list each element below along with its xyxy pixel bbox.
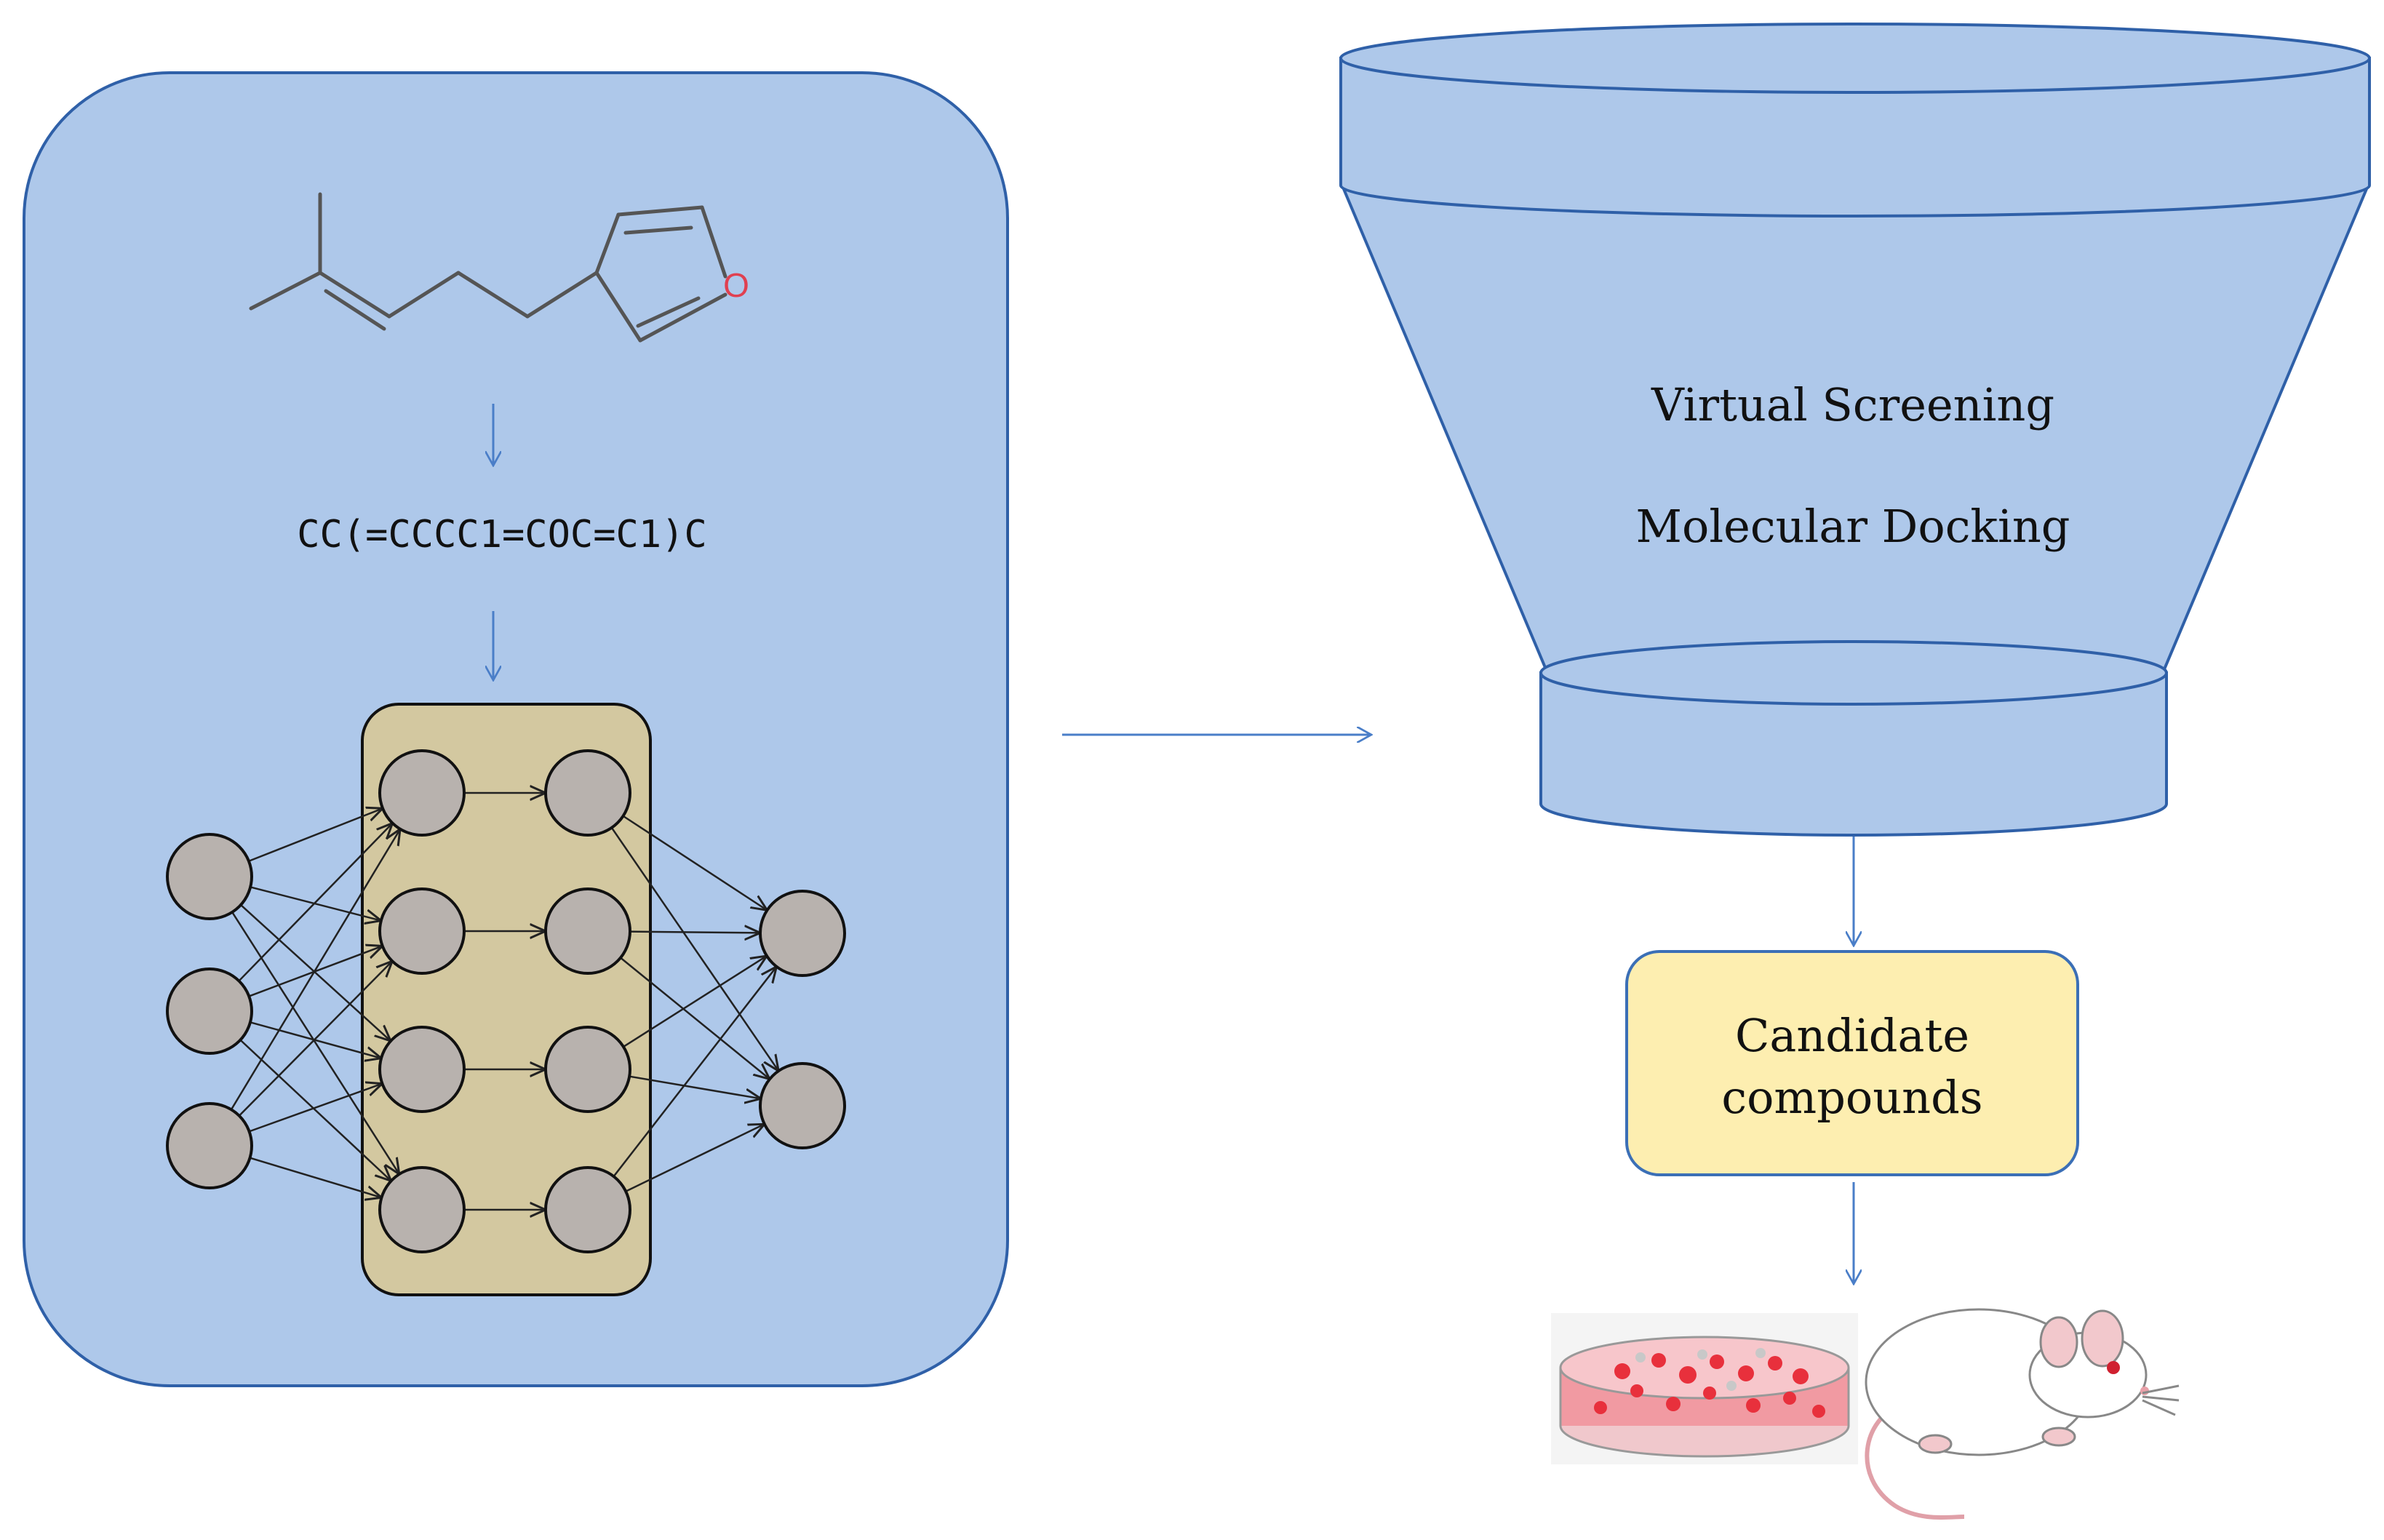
input-node xyxy=(166,968,253,1055)
network-connection xyxy=(231,911,399,1174)
virtual-screening-label: Virtual Screening xyxy=(1651,378,2054,431)
hidden2-node xyxy=(544,1026,631,1113)
network-connection xyxy=(230,829,400,1110)
network-nodes xyxy=(166,749,846,1253)
network-connection xyxy=(629,932,760,933)
network-connection xyxy=(610,827,778,1071)
petri-dish-icon xyxy=(1551,1313,1858,1464)
network-connection xyxy=(250,886,381,920)
output-node xyxy=(759,1062,846,1149)
input-node xyxy=(166,1102,253,1189)
network-connection xyxy=(250,1021,381,1058)
funnel-bottom-ellipse xyxy=(1539,640,2168,706)
network-connection xyxy=(250,1157,382,1198)
network-connection xyxy=(625,1124,765,1192)
network-connection xyxy=(620,957,770,1080)
candidate-label-line2: compounds xyxy=(1721,1071,1982,1124)
hidden1-node xyxy=(378,887,466,975)
hidden2-node xyxy=(544,887,631,975)
lab-mouse-icon xyxy=(1865,1308,2180,1520)
input-node xyxy=(166,833,253,920)
network-connection xyxy=(239,1039,391,1181)
network-connection xyxy=(249,1084,383,1133)
funnel-bottom-neck xyxy=(1539,671,2168,837)
funnel-top-rim xyxy=(1339,57,2371,218)
oxygen-atom-label: O xyxy=(723,266,749,304)
network-connection xyxy=(238,961,392,1117)
smiles-string: CC(=CCCC1=COC=C1)C xyxy=(297,513,707,556)
hidden1-node xyxy=(378,1166,466,1253)
output-node xyxy=(759,890,846,977)
hidden2-node xyxy=(544,1166,631,1253)
network-connection xyxy=(623,956,767,1048)
screening-funnel xyxy=(1339,23,2371,837)
network-connection xyxy=(629,1075,761,1099)
molecular-docking-label: Molecular Docking xyxy=(1636,500,2070,553)
funnel-top-ellipse xyxy=(1339,23,2371,94)
network-connection xyxy=(238,823,392,982)
network-connection xyxy=(622,815,768,910)
hidden2-node xyxy=(544,749,631,837)
hidden1-node xyxy=(378,749,466,837)
candidate-label-line1: Candidate xyxy=(1735,1009,1969,1062)
network-connection xyxy=(240,904,391,1041)
molecule-structure xyxy=(249,192,727,343)
candidate-compounds-box xyxy=(1625,950,2079,1176)
hidden-layers-box xyxy=(361,703,652,1296)
network-connection xyxy=(248,946,382,997)
network-connection xyxy=(613,967,777,1177)
network-connection xyxy=(248,808,383,862)
network-connections xyxy=(230,793,778,1210)
hidden1-node xyxy=(378,1026,466,1113)
